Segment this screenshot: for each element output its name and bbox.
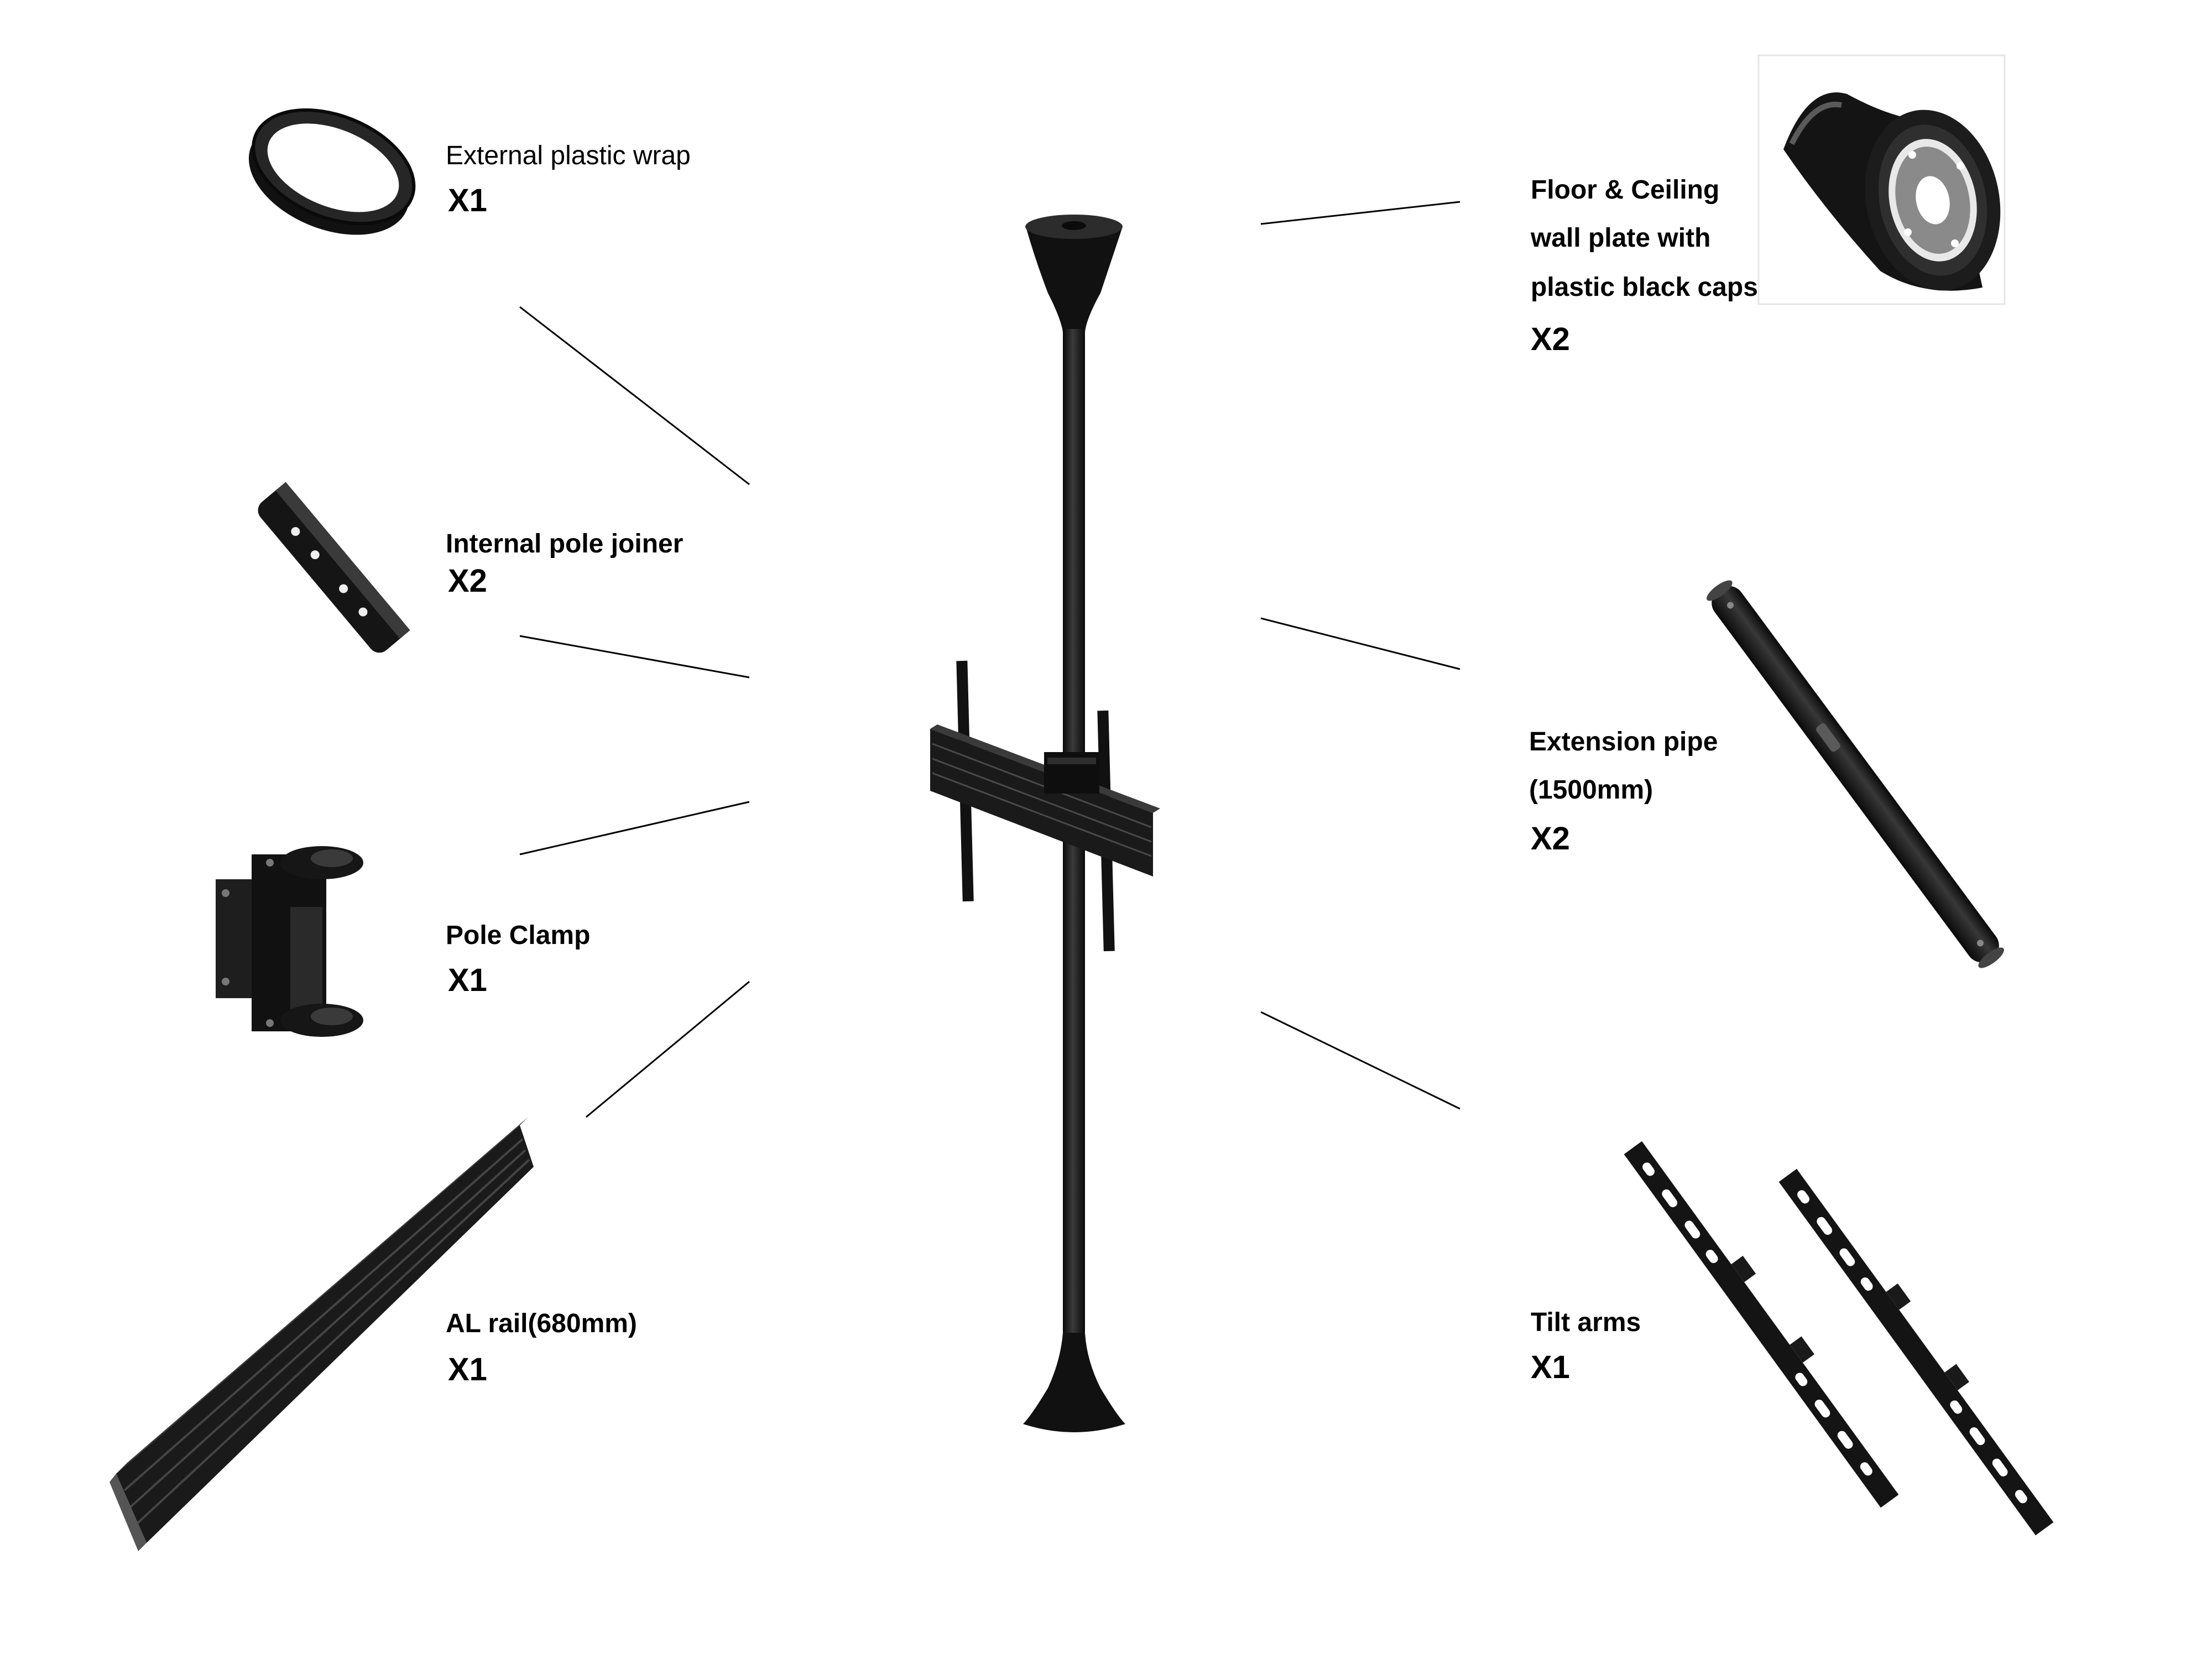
wall-plate-image <box>1757 54 2006 305</box>
wall-plate-name-line-2: wall plate with <box>1531 223 1711 253</box>
leader-line-tilt-arms <box>1260 1011 1460 1110</box>
extension-pipe-image <box>1707 580 2004 968</box>
external-plastic-wrap-name: External plastic wrap <box>446 141 691 170</box>
leader-line-external-wrap <box>519 306 750 486</box>
extension-pipe-name-line-2: (1500mm) <box>1529 775 1653 805</box>
assembled-pole-mount <box>930 215 1160 1432</box>
internal-pole-joiner-name: Internal pole joiner <box>446 529 684 559</box>
wall-plate-name-line-1: Floor & Ceiling <box>1531 175 1720 205</box>
internal-pole-joiner-image <box>258 482 410 653</box>
wall-plate-name-line-3: plastic black caps <box>1531 273 1758 302</box>
leader-line-pole-joiner <box>519 635 750 679</box>
external-plastic-wrap-image <box>248 108 416 235</box>
leader-line-al-rail <box>586 980 750 1118</box>
al-rail-qty: X1 <box>448 1352 487 1387</box>
pole-clamp-qty: X1 <box>448 962 487 998</box>
pole-clamp-image <box>216 846 363 1037</box>
tilt-arm-right-image <box>1778 1168 2054 1536</box>
tilt-arms-name: Tilt arms <box>1531 1308 1641 1337</box>
internal-pole-joiner-qty: X2 <box>448 563 487 599</box>
extension-pipe-qty: X2 <box>1531 821 1570 857</box>
leader-line-pole-clamp <box>519 801 750 855</box>
leader-line-extension-pipe <box>1260 617 1460 670</box>
wall-plate-qty: X2 <box>1531 321 1570 357</box>
leader-lines <box>519 201 1460 1118</box>
al-rail-name: AL rail(680mm) <box>446 1309 637 1338</box>
pole-clamp-name: Pole Clamp <box>446 921 591 950</box>
al-rail-image <box>109 1117 534 1551</box>
tilt-arms-qty: X1 <box>1531 1349 1570 1385</box>
extension-pipe-name-line-1: Extension pipe <box>1529 727 1718 757</box>
tilt-arm-left-image <box>1624 1141 1899 1508</box>
leader-line-wall-plate <box>1260 201 1460 225</box>
external-plastic-wrap-qty: X1 <box>448 182 487 218</box>
